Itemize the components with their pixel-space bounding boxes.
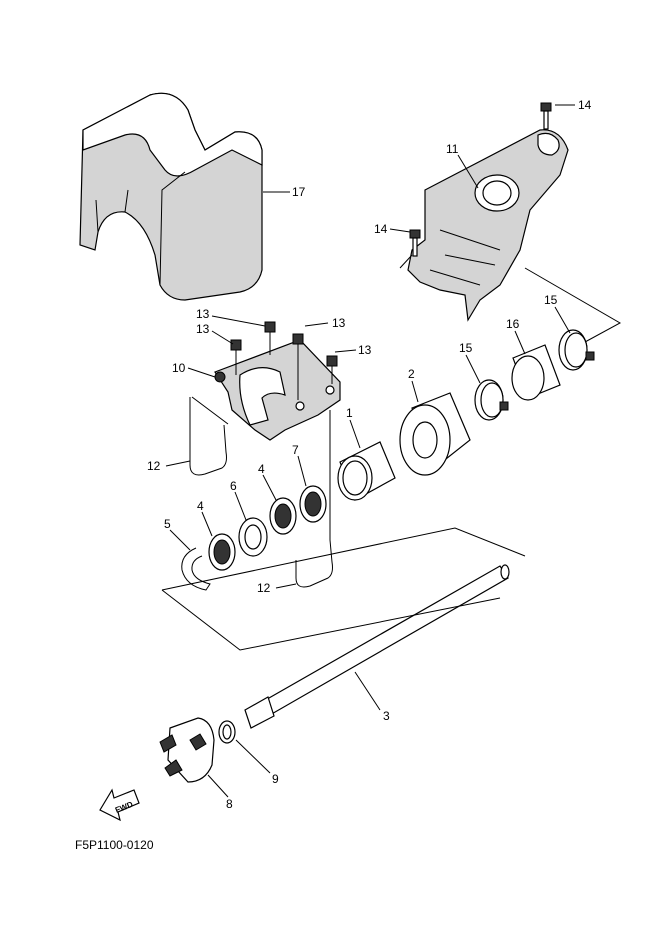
callout-11: 11	[446, 142, 459, 156]
callout-9: 9	[272, 772, 279, 786]
part-13-nut-b	[264, 321, 276, 355]
callout-13-c: 13	[332, 316, 346, 330]
part-5-circlip	[181, 547, 211, 591]
part-14-bolt-top	[540, 102, 552, 130]
callout-12-upper: 12	[147, 459, 161, 473]
callout-13-d: 13	[358, 343, 372, 357]
part-3-drive-shaft	[244, 564, 510, 729]
part-2-damper	[399, 392, 471, 476]
callout-8: 8	[226, 797, 233, 811]
part-10-bracket	[214, 339, 341, 441]
callout-5: 5	[164, 517, 171, 531]
drawing-code: F5P1100-0120	[75, 838, 154, 852]
callout-4-lower: 4	[197, 499, 204, 513]
part-11-housing	[407, 129, 569, 322]
part-17-cover	[79, 92, 263, 301]
part-13-nut-d	[326, 355, 338, 384]
part-14-bolt-left	[409, 229, 421, 257]
callout-labels: 17 14 11 14 13 13 13 13 10 2 1 15 16 15 …	[147, 98, 592, 811]
callout-2: 2	[408, 367, 415, 381]
callout-16: 16	[506, 317, 520, 331]
part-1-sleeve	[337, 441, 396, 501]
callout-10: 10	[172, 361, 186, 375]
part-9-washer	[218, 720, 236, 744]
callout-6: 6	[230, 479, 237, 493]
part-16-boot	[511, 344, 561, 401]
callout-7: 7	[292, 443, 299, 457]
part-4-seal-upper	[269, 497, 297, 535]
callout-13-a: 13	[196, 307, 210, 321]
fwd-arrow-icon: FWD	[99, 788, 140, 822]
part-12-ubolt-lower	[295, 539, 333, 588]
part-13-nut-a	[230, 339, 242, 375]
part-15-clamp-upper	[558, 329, 595, 371]
callout-14-left: 14	[374, 222, 388, 236]
part-12-ubolt-upper	[189, 424, 227, 476]
callout-17: 17	[292, 185, 306, 199]
callout-14-top: 14	[578, 98, 592, 112]
part-8-impeller	[159, 717, 215, 783]
callout-15-lower: 15	[459, 341, 473, 355]
callout-1: 1	[346, 406, 353, 420]
part-6-bearing	[238, 517, 268, 557]
part-7-seal	[299, 485, 327, 523]
callout-13-b: 13	[196, 322, 210, 336]
leader-lines	[165, 104, 575, 798]
part-4-seal-lower	[208, 533, 236, 571]
part-13-nut-c	[292, 333, 304, 400]
callout-4-upper: 4	[258, 462, 265, 476]
part-15-clamp-lower	[474, 379, 509, 421]
callout-15-upper: 15	[544, 293, 558, 307]
callout-3: 3	[383, 709, 390, 723]
assembly-guide-lines	[161, 254, 622, 651]
callout-12-lower: 12	[257, 581, 271, 595]
